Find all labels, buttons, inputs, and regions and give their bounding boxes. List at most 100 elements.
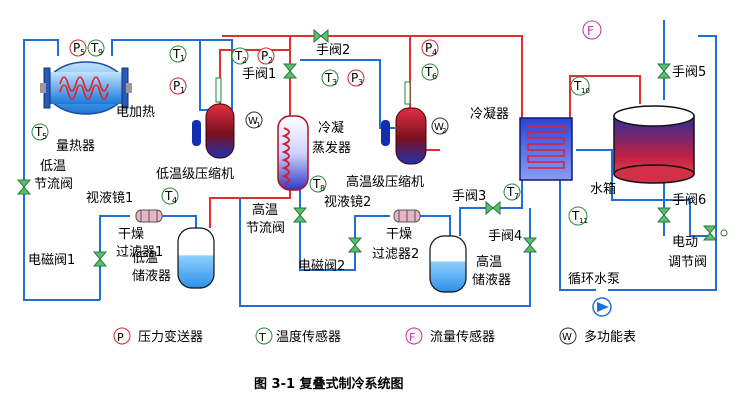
high-temp-receiver [429,235,467,293]
electric-control-valve-actuator [720,229,728,237]
legend-item-pressure: P 压力变送器 [113,327,203,345]
dryer-filter-1 [135,209,163,223]
dryer-filter-2-label-1: 干燥 [386,227,412,242]
manual-valve-6-label: 手阀6 [672,193,706,208]
sensor-f: F [582,20,602,40]
sight-glass-2-label: 视液镜2 [324,195,371,210]
valves [16,28,718,267]
circulating-pump-label: 循环水泵 [568,272,620,287]
manual-valve-2 [313,28,329,44]
high-temp-receiver-label-1: 高温 [476,254,502,270]
svg-text:5: 5 [42,132,47,141]
water-tank-label: 水箱 [590,181,616,197]
svg-text:4: 4 [432,48,437,57]
svg-text:压力变送器: 压力变送器 [138,329,203,345]
manual-valve-1-label: 手阀1 [242,67,276,82]
electric-control-valve [702,225,718,241]
low-temp-throttle-valve [16,179,32,195]
calorimeter-label: 量热器 [56,139,95,154]
svg-text:9: 9 [98,48,103,57]
solenoid-valve-2 [347,237,363,253]
svg-text:P: P [261,49,268,63]
low-temp-receiver-label-1: 低温 [132,251,158,266]
legend: P 压力变送器 T 温度传感器 F 流量传感器 W 多功能表 [113,327,636,345]
water-tank [613,105,695,184]
svg-text:5: 5 [80,48,85,57]
figure-caption: 图 3-1 复叠式制冷系统图 [254,376,404,392]
svg-text:F: F [409,331,415,344]
low-temp-throttle-label-1: 低温 [40,159,66,174]
high-stage-compressor-label: 高温级压缩机 [346,174,424,190]
svg-text:P: P [351,71,358,85]
manual-valve-3 [485,200,501,216]
svg-text:T: T [573,79,582,93]
svg-text:F: F [587,24,594,38]
condenser-label: 冷凝器 [470,106,509,122]
low-stage-compressor [192,77,235,159]
manual-valve-5-label: 手阀5 [672,65,706,80]
svg-text:11: 11 [579,217,588,225]
svg-text:4: 4 [172,196,177,205]
circulating-pump [592,297,612,317]
svg-text:T: T [258,331,266,344]
manual-valve-5 [656,63,672,79]
svg-text:温度传感器: 温度传感器 [276,329,341,345]
high-temp-receiver-label-2: 储液器 [472,273,511,288]
svg-text:8: 8 [320,184,325,193]
low-temp-receiver [177,227,215,289]
manual-valve-2-label: 手阀2 [316,43,350,58]
svg-text:W: W [434,122,444,133]
high-temp-throttle-label-1: 高温 [252,202,278,218]
svg-text:P: P [173,79,180,93]
svg-text:多功能表: 多功能表 [584,329,636,345]
svg-text:T: T [424,65,433,79]
svg-text:3: 3 [332,78,337,87]
electric-heater-label: 电加热 [116,105,155,120]
condenser [519,117,573,181]
svg-text:T: T [90,41,99,55]
meter-w1: W1 [245,111,263,129]
svg-text:W: W [562,332,572,343]
electric-control-valve-label-1: 电动 [672,235,698,250]
high-stage-compressor [381,81,427,165]
manual-valve-6 [656,207,672,223]
high-temp-throttle-label-2: 节流阀 [246,221,285,236]
svg-text:P: P [425,41,432,55]
svg-text:6: 6 [432,72,437,81]
pipes [23,20,717,307]
svg-text:T: T [506,185,515,199]
condenser-evaporator-label-1: 冷凝 [318,120,344,136]
svg-text:7: 7 [514,192,519,201]
svg-text:P: P [73,41,80,55]
solenoid-valve-1-label: 电磁阀1 [28,253,75,268]
svg-text:10: 10 [581,87,590,95]
condenser-evaporator-label-2: 蒸发器 [312,140,351,156]
dryer-filter-1-label-1: 干燥 [118,227,144,242]
svg-text:T: T [324,71,333,85]
manual-valve-4-label: 手阀4 [488,229,522,244]
svg-text:流量传感器: 流量传感器 [430,329,495,345]
svg-text:2: 2 [442,127,446,135]
svg-text:1: 1 [256,121,260,129]
dryer-filter-2 [393,209,421,223]
svg-text:2: 2 [268,56,273,65]
svg-text:T: T [234,49,243,63]
sight-glass-1-label: 视液镜1 [86,191,133,206]
legend-item-meter: W 多功能表 [559,327,636,345]
svg-text:T: T [172,47,181,61]
dryer-filter-1-label-2: 过滤器1 [116,245,163,260]
meter-w2: W2 [431,117,449,135]
